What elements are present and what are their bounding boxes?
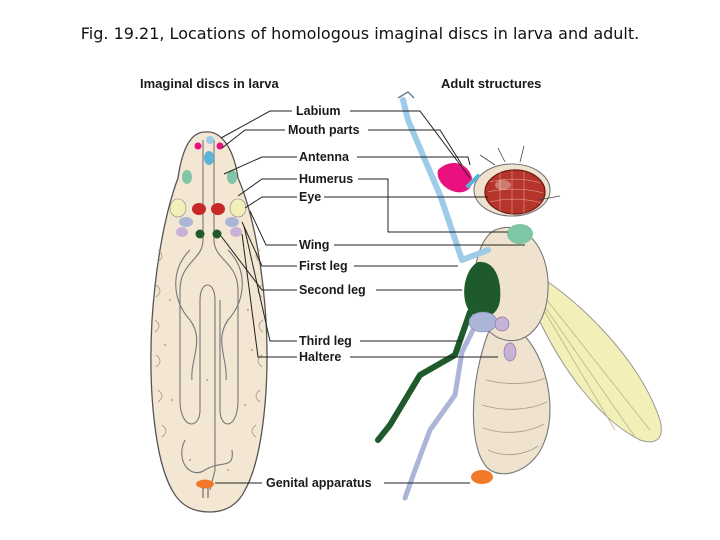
adult-second-leg (375, 309, 473, 443)
adult-antenna (437, 163, 473, 193)
genital-disc (196, 479, 214, 489)
humerus-disc-right (227, 170, 237, 184)
larva-illustration (150, 131, 268, 513)
label-mouth-parts: Mouth parts (288, 123, 360, 137)
eye-antenna-disc-right (211, 203, 225, 215)
label-humerus: Humerus (299, 172, 353, 186)
label-second-leg: Second leg (299, 283, 366, 297)
adult-third-leg (402, 317, 481, 501)
adult-genital-apparatus (471, 470, 493, 484)
label-antenna: Antenna (299, 150, 350, 164)
adult-header: Adult structures (441, 76, 541, 91)
label-labium: Labium (296, 104, 340, 118)
wing-disc-right (229, 198, 247, 218)
adult-fly-illustration (375, 91, 662, 501)
labium-disc (206, 136, 214, 144)
leader-lines (215, 110, 525, 484)
mouth-parts-disc-right (216, 142, 224, 150)
adult-eye (484, 169, 546, 215)
adult-second-leg-coxa (464, 261, 501, 318)
first-leg-disc-left (179, 217, 193, 227)
label-genital-apparatus: Genital apparatus (266, 476, 372, 490)
adult-abdomen (472, 319, 551, 475)
label-first-leg: First leg (299, 259, 348, 273)
second-leg-disc-left (195, 229, 205, 239)
wing-disc-left (169, 198, 187, 218)
label-wing: Wing (299, 238, 329, 252)
haltere-disc-left (176, 227, 188, 237)
larva-body (150, 131, 268, 513)
adult-wing (529, 269, 662, 443)
adult-haltere (494, 316, 510, 332)
larva-header: Imaginal discs in larva (140, 76, 279, 91)
haltere-disc-right (230, 227, 242, 237)
label-haltere: Haltere (299, 350, 341, 364)
adult-first-leg (400, 97, 491, 263)
mouth-parts-disc-left (194, 142, 202, 150)
eye-antenna-disc-left (192, 203, 206, 215)
slide-title: Fig. 19.21, Locations of homologous imag… (80, 24, 640, 43)
second-leg-disc-right (212, 229, 222, 239)
adult-humerus (507, 224, 533, 244)
label-third-leg: Third leg (299, 334, 352, 348)
label-eye: Eye (299, 190, 321, 204)
first-leg-disc-right (225, 217, 239, 227)
humerus-disc-left (182, 170, 192, 184)
labium-disc-large (204, 151, 214, 165)
